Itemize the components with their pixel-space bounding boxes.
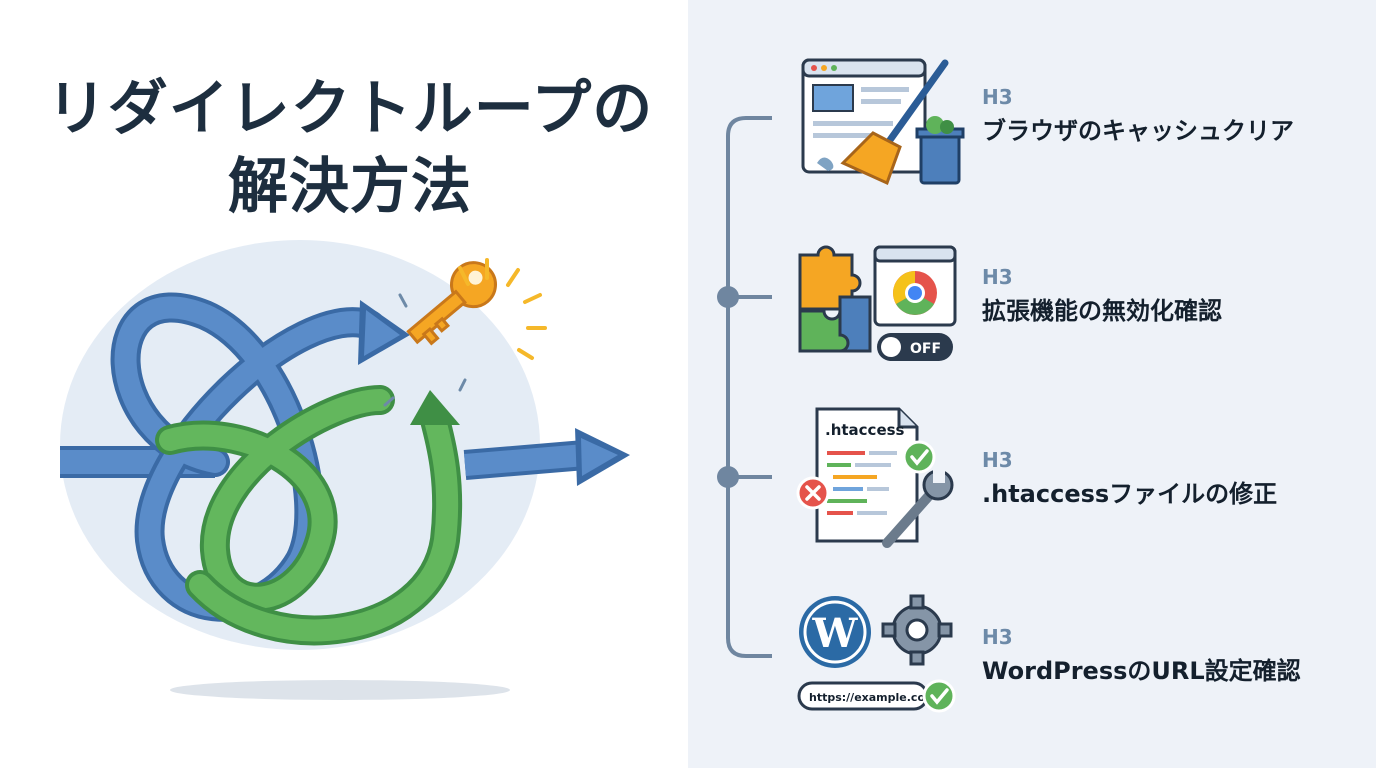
step-2-title: 拡張機能の無効化確認 — [982, 297, 1222, 325]
htaccess-file-wrench-icon: .htaccess — [796, 407, 954, 548]
step-4-tag: H3 — [982, 625, 1013, 649]
svg-text:W: W — [812, 610, 859, 657]
step-4-title: WordPressのURL設定確認 — [982, 657, 1301, 685]
title-line-2: 解決方法 — [228, 152, 472, 222]
file-name-label: .htaccess — [825, 421, 905, 439]
step-1-title: ブラウザのキャッシュクリア — [982, 117, 1294, 145]
page-title: リダイレクトループの 解決方法 — [40, 70, 660, 226]
left-panel: リダイレクトループの 解決方法 — [40, 70, 660, 700]
step-2: H3 拡張機能の無効化確認 — [982, 265, 1222, 327]
browser-broom-trash-icon — [801, 58, 965, 186]
step-3-title: .htaccessファイルの修正 — [982, 480, 1278, 508]
redirect-loop-key-illustration — [60, 240, 630, 700]
step-4: H3 WordPressのURL設定確認 — [982, 625, 1301, 687]
step-2-tag: H3 — [982, 265, 1013, 289]
url-text: https://example.com — [809, 691, 936, 704]
wordpress-gear-url-icon: W https://example.com — [797, 594, 956, 713]
toggle-off-label: OFF — [910, 341, 941, 357]
step-3-tag: H3 — [982, 448, 1013, 472]
step-1: H3 ブラウザのキャッシュクリア — [982, 85, 1294, 147]
title-line-1: リダイレクトループの — [46, 74, 654, 144]
step-3: H3 .htaccessファイルの修正 — [982, 448, 1277, 510]
puzzle-chrome-toggle-icon: OFF — [798, 245, 957, 361]
step-1-tag: H3 — [982, 85, 1013, 109]
